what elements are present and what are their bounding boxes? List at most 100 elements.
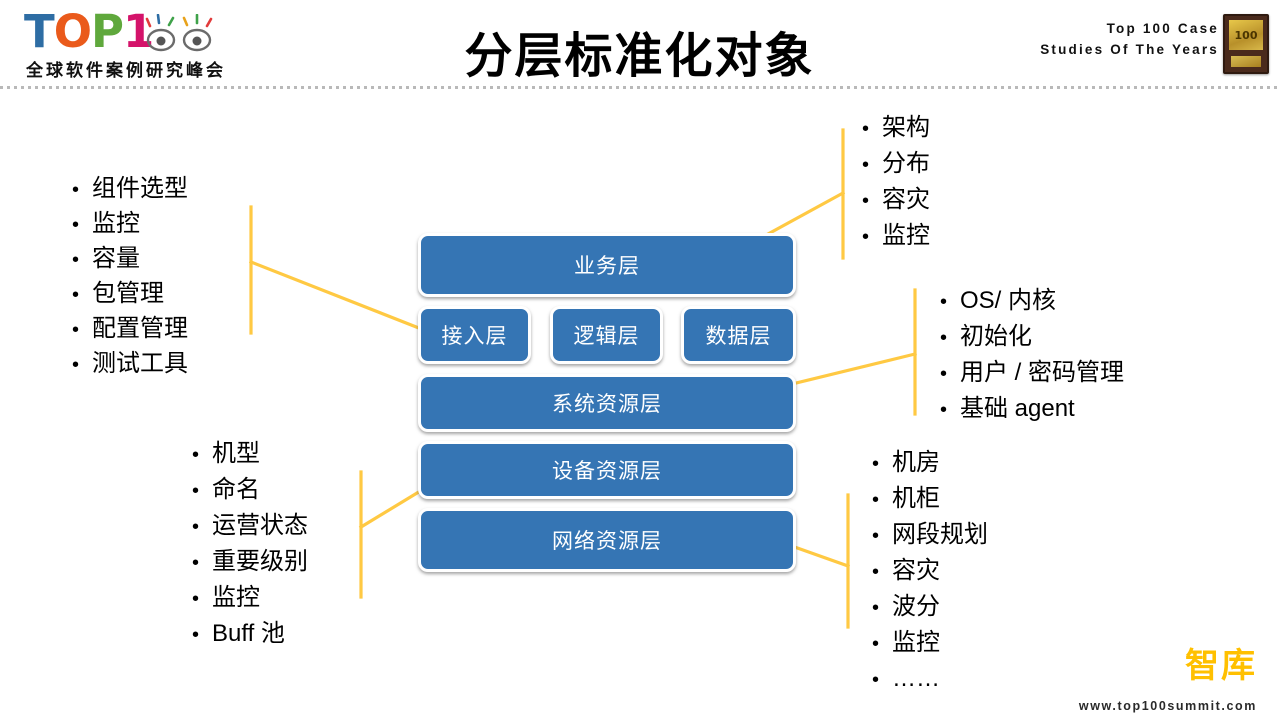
- list-item: •初始化: [940, 324, 1124, 352]
- list-item: • 包管理: [72, 281, 188, 309]
- bullet-icon: •: [872, 525, 880, 547]
- bullet-icon: •: [72, 249, 80, 271]
- list-item-label: 机房: [892, 449, 940, 476]
- list-item: • Buff 池: [192, 621, 308, 649]
- badge-plate: 100: [1229, 20, 1263, 50]
- annotation-list-top-right: •架构•分布•容灾•监控: [862, 115, 930, 259]
- bullet-icon: •: [72, 354, 80, 376]
- bullet-icon: •: [872, 561, 880, 583]
- bullet-icon: •: [940, 399, 948, 421]
- list-item-label: 初始化: [960, 323, 1032, 350]
- list-item: •容量: [72, 246, 188, 274]
- layer-box-data[interactable]: 数据层: [681, 306, 796, 364]
- list-item: • 测试工具: [72, 351, 188, 379]
- list-bottom-left-items: •机型•命名•运营状态•重要级别•监控•Buff 池: [192, 441, 308, 649]
- bullet-icon: •: [72, 284, 80, 306]
- bullet-icon: •: [872, 633, 880, 655]
- list-item-label: 架构: [882, 114, 930, 141]
- list-item-label: OS/ 内核: [960, 287, 1057, 314]
- list-item: • 机柜: [872, 486, 988, 514]
- list-item-label: 命名: [212, 476, 260, 503]
- list-item: •重要级别: [192, 549, 308, 577]
- header-right-text: Top 100 Case Studies Of The Years: [1040, 18, 1219, 60]
- bullet-icon: •: [192, 444, 200, 466]
- layer-box-business[interactable]: 业务层: [418, 233, 796, 297]
- list-item: • 监控: [72, 211, 188, 239]
- annotation-list-top-left: •组件选型•监控•容量•包管理•配置管理•测试工具: [72, 176, 188, 386]
- bullet-icon: •: [872, 597, 880, 619]
- bullet-icon: •: [72, 214, 80, 236]
- bullet-icon: •: [862, 118, 870, 140]
- list-item-label: 容灾: [882, 186, 930, 213]
- list-item-label: 包管理: [92, 280, 164, 307]
- list-mid-right-items: •OS/ 内核 •初始化 • 用户 / 密码管理 • 基础 agent: [940, 288, 1124, 424]
- list-item-label: 测试工具: [92, 350, 188, 377]
- list-top-right-items: •架构•分布•容灾•监控: [862, 115, 930, 251]
- bullet-icon: •: [72, 179, 80, 201]
- connector-top-left-arm: [248, 259, 427, 333]
- logo-subtitle: 全球软件案例研究峰会: [26, 61, 226, 80]
- layer-box-system-resource[interactable]: 系统资源层: [418, 374, 796, 432]
- list-item-label: 机柜: [892, 485, 940, 512]
- bullet-icon: •: [940, 363, 948, 385]
- logo-letter-t: T: [24, 5, 55, 58]
- list-item-label: 重要级别: [212, 548, 308, 575]
- list-item: •容灾: [862, 187, 930, 215]
- bullet-icon: •: [862, 154, 870, 176]
- bullet-icon: •: [192, 588, 200, 610]
- bullet-icon: •: [872, 453, 880, 475]
- list-item-label: 基础 agent: [960, 395, 1075, 422]
- list-item-label: 运营状态: [212, 512, 308, 539]
- layer-box-network-resource[interactable]: 网络资源层: [418, 508, 796, 572]
- list-item: • 配置管理: [72, 316, 188, 344]
- list-item: • 用户 / 密码管理: [940, 360, 1124, 388]
- layer-box-device-resource[interactable]: 设备资源层: [418, 441, 796, 499]
- logo-wordmark: TOP1: [24, 5, 154, 58]
- bullet-icon: •: [192, 624, 200, 646]
- list-item-label: Buff 池: [212, 620, 285, 647]
- list-item-label: 监控: [92, 210, 140, 237]
- logo-letter-o: O: [53, 5, 92, 58]
- layer-box-logic[interactable]: 逻辑层: [550, 306, 663, 364]
- list-item-label: 组件选型: [92, 175, 188, 202]
- list-item: • 组件选型: [72, 176, 188, 204]
- list-item: •……: [872, 666, 988, 694]
- list-item: • 波分: [872, 594, 988, 622]
- list-item-label: 波分: [892, 593, 940, 620]
- top100-logo: TOP1 全球软件案例研究峰会: [18, 5, 288, 81]
- list-item: •OS/ 内核: [940, 288, 1124, 316]
- annotation-list-bottom-left: •机型•命名•运营状态•重要级别•监控•Buff 池: [192, 441, 308, 657]
- layer-box-access[interactable]: 接入层: [418, 306, 531, 364]
- list-item-label: 监控: [892, 629, 940, 656]
- badge-number: 100: [1234, 28, 1258, 42]
- list-item-label: 用户 / 密码管理: [960, 359, 1125, 386]
- list-item: • 分布: [862, 151, 930, 179]
- logo-digit-one: 1: [122, 5, 154, 58]
- slide-header: TOP1 全球软件案例研究峰会 Top 100 Case Studies Of …: [0, 0, 1279, 89]
- bullet-icon: •: [72, 319, 80, 341]
- footer-url: www.top100summit.com: [1078, 699, 1257, 713]
- connector-bottom-right-arm: [786, 542, 851, 569]
- list-item: •命名: [192, 477, 308, 505]
- list-item: • 容灾: [872, 558, 988, 586]
- list-item-label: 容灾: [892, 557, 940, 584]
- annotation-list-mid-right: •OS/ 内核 •初始化 • 用户 / 密码管理 • 基础 agent: [940, 288, 1124, 432]
- list-item-label: 配置管理: [92, 315, 188, 342]
- logo-eyes-icon: [145, 14, 213, 52]
- bullet-icon: •: [192, 516, 200, 538]
- list-item: • 网段规划: [872, 522, 988, 550]
- page-title: 分层标准化对象: [464, 28, 815, 84]
- footer-brand: 智库: [1185, 646, 1257, 686]
- bullet-icon: •: [862, 226, 870, 248]
- list-top-left-items: •组件选型•监控•容量•包管理•配置管理•测试工具: [72, 176, 188, 379]
- list-item: • 运营状态: [192, 513, 308, 541]
- list-item: • 基础 agent: [940, 396, 1124, 424]
- header-divider: [0, 86, 1279, 89]
- bullet-icon: •: [872, 489, 880, 511]
- header-line-1: Top 100 Case: [1106, 21, 1219, 36]
- list-item-label: 分布: [882, 150, 930, 177]
- award-badge-icon: 100: [1223, 14, 1269, 74]
- list-item-label: 网段规划: [892, 521, 988, 548]
- bullet-icon: •: [872, 669, 880, 691]
- list-item: •机型: [192, 441, 308, 469]
